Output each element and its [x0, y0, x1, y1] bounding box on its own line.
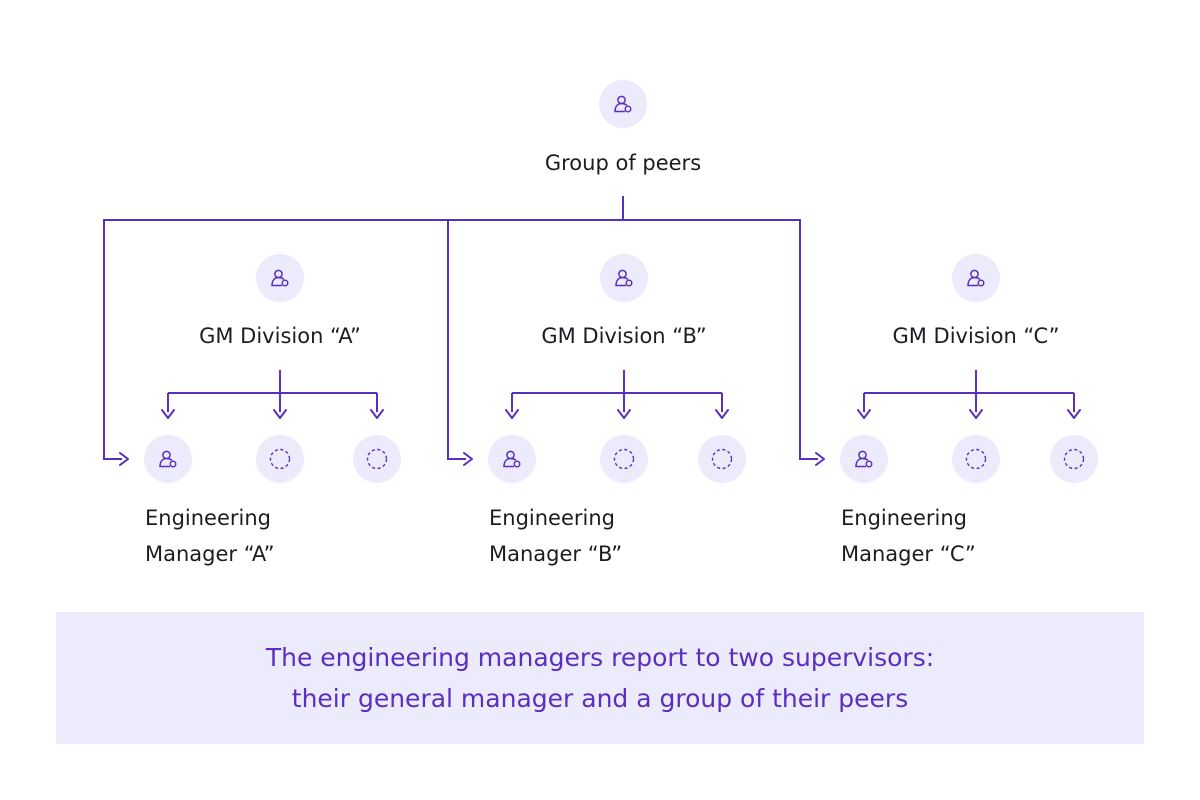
- node-gm-division-a: GM Division “A”: [199, 254, 361, 348]
- arrow-down-a2: [273, 409, 287, 419]
- caption-line-2: their general manager and a group of the…: [291, 684, 909, 713]
- peers-to-em-a-connector: [103, 196, 624, 460]
- em-b-label-line1: Engineering: [489, 506, 615, 530]
- arrow-right-em-c: [815, 452, 825, 466]
- node-gm-division-c: GM Division “C”: [892, 254, 1060, 348]
- node-gm-division-b: GM Division “B”: [541, 254, 707, 348]
- arrowheads: [119, 409, 1081, 466]
- node-engineering-manager-c: Engineering Manager “C”: [840, 435, 976, 566]
- gm-c-fanout-connector: [863, 370, 1075, 412]
- gm-c-label: GM Division “C”: [892, 324, 1059, 348]
- peers-to-em-b-connector: [447, 220, 466, 460]
- arrow-down-b3: [715, 409, 729, 419]
- peers-to-em-c-connector: [623, 219, 818, 460]
- node-placeholder: [952, 435, 1000, 483]
- node-engineering-manager-a: Engineering Manager “A”: [144, 435, 275, 566]
- arrow-down-b1: [505, 409, 519, 419]
- node-placeholder: [256, 435, 304, 483]
- arrow-down-a3: [370, 409, 384, 419]
- gm-b-fanout-connector: [511, 370, 723, 412]
- arrow-down-a1: [161, 409, 175, 419]
- gm-b-label: GM Division “B”: [541, 324, 706, 348]
- arrow-down-c3: [1067, 409, 1081, 419]
- caption-box: The engineering managers report to two s…: [56, 612, 1144, 744]
- peers-label: Group of peers: [545, 151, 701, 175]
- arrow-down-c2: [969, 409, 983, 419]
- em-c-label-line1: Engineering: [841, 506, 967, 530]
- em-c-label-line2: Manager “C”: [841, 542, 976, 566]
- arrow-down-c1: [857, 409, 871, 419]
- node-engineering-manager-b: Engineering Manager “B”: [488, 435, 622, 566]
- node-placeholder: [353, 435, 401, 483]
- caption-line-1: The engineering managers report to two s…: [265, 643, 935, 672]
- node-group-of-peers: Group of peers: [545, 80, 701, 175]
- arrow-down-b2: [617, 409, 631, 419]
- connectors: [103, 196, 1075, 460]
- node-placeholder: [698, 435, 746, 483]
- gm-a-fanout-connector: [167, 370, 378, 412]
- node-placeholder: [1050, 435, 1098, 483]
- arrow-right-em-a: [119, 452, 129, 466]
- em-a-label-line2: Manager “A”: [145, 542, 275, 566]
- node-placeholder: [600, 435, 648, 483]
- arrow-right-em-b: [463, 452, 473, 466]
- em-a-label-line1: Engineering: [145, 506, 271, 530]
- gm-a-label: GM Division “A”: [199, 324, 361, 348]
- em-b-label-line2: Manager “B”: [489, 542, 622, 566]
